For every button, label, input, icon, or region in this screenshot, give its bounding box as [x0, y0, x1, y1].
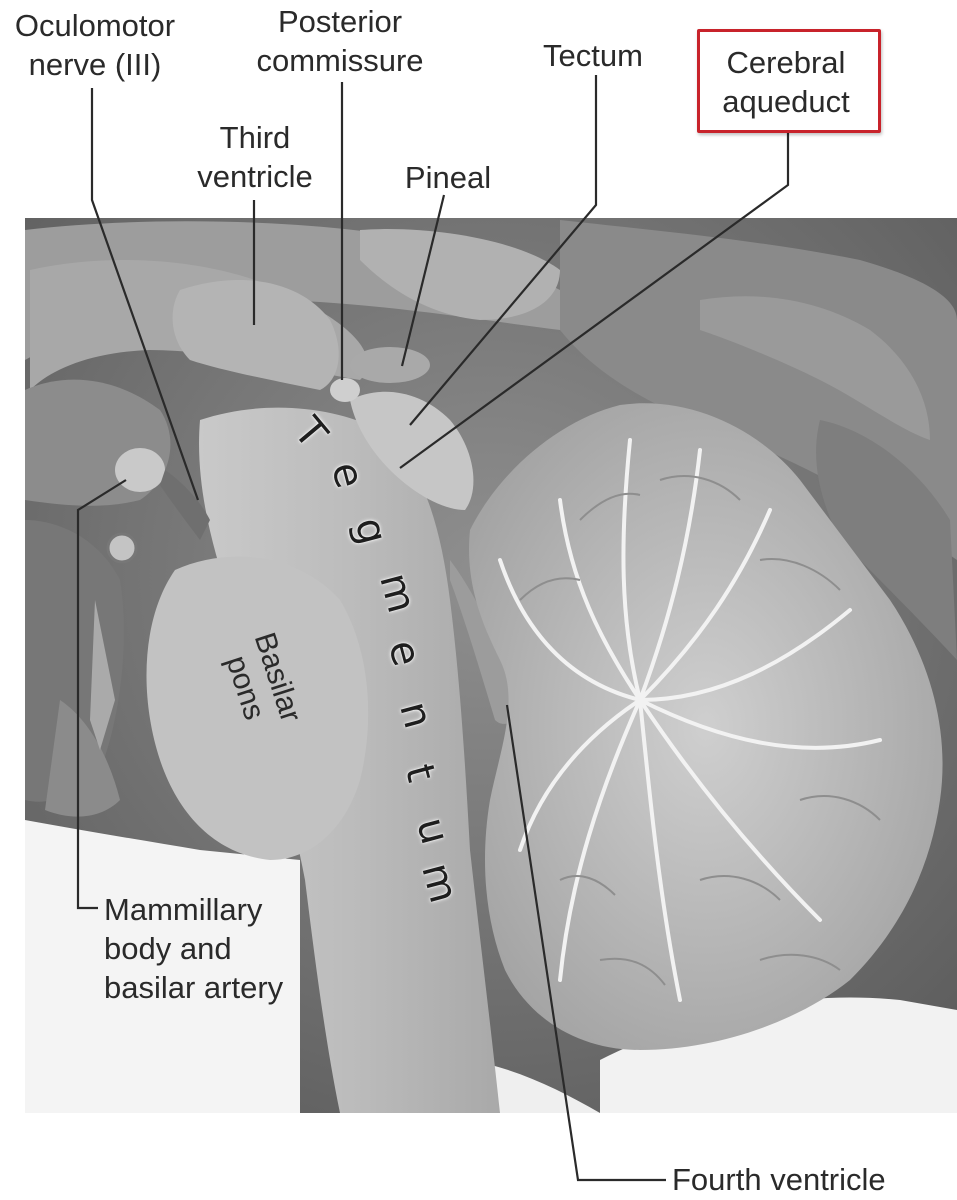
mammillary-body-region [115, 448, 165, 492]
basilar-artery-region [106, 532, 138, 564]
tectum-region [350, 391, 474, 510]
cerebral-aqueduct-label: Cerebral aqueduct [722, 45, 850, 119]
third-ventricle-region [172, 280, 339, 390]
posterior-commissure-label: Posterior commissure [256, 4, 424, 78]
fourth-ventricle-leader [505, 704, 666, 1182]
cerebral-aqueduct-leader [399, 127, 790, 469]
third-ventricle-label: Third ventricle [197, 120, 313, 194]
cerebral-tissue [25, 220, 957, 817]
vessel-strand [90, 600, 115, 750]
pineal-label: Pineal [404, 160, 492, 195]
basilar-pons-region [146, 556, 369, 860]
oculomotor-nerve-region [160, 470, 210, 540]
cerebral-aqueduct-highlight-box [697, 29, 881, 133]
fourth-ventricle-label: Fourth ventricle [672, 1162, 886, 1197]
tectum-label: Tectum [543, 38, 643, 73]
cerebellum [469, 403, 943, 1051]
leader-lines [76, 75, 790, 1182]
oculomotor-leader [90, 88, 200, 501]
posterior-commissure-region [330, 378, 360, 402]
mammillary-body-label: Mammillary body and basilar artery [104, 892, 284, 1005]
pineal-region [350, 347, 430, 383]
oculomotor-nerve-label: Oculomotor nerve (III) [14, 8, 176, 82]
tectum-leader [409, 75, 598, 426]
pineal-leader [400, 194, 446, 367]
fourth-ventricle-region [450, 560, 520, 724]
mammillary-leader [76, 479, 127, 910]
